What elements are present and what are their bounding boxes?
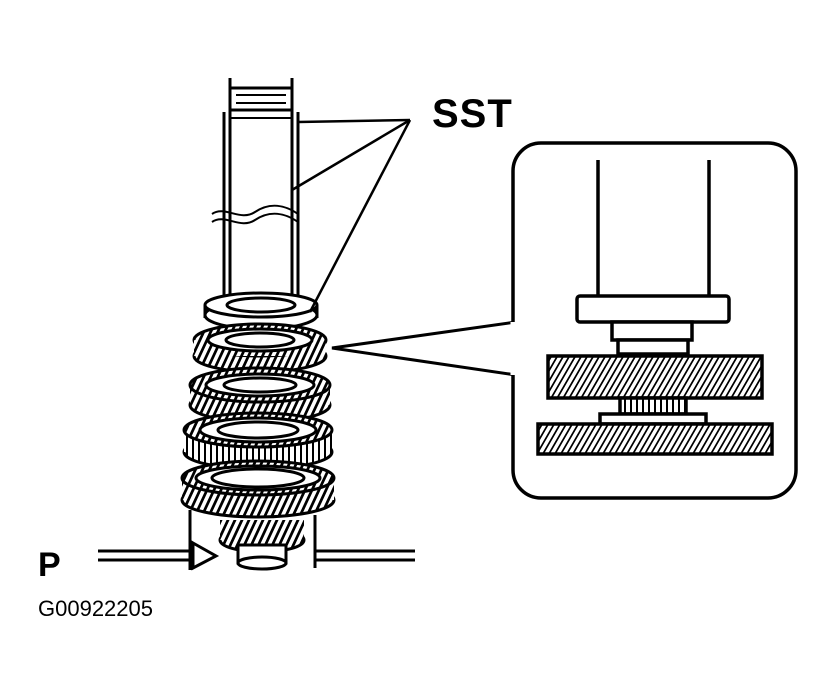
gear-stack — [180, 322, 336, 571]
sst-tool — [203, 78, 319, 331]
detail-callout — [510, 141, 798, 500]
sst-leader-lines — [291, 118, 412, 313]
callout-pointer — [331, 320, 518, 377]
press-arrow-icon — [191, 540, 220, 571]
sst-label: SST — [432, 92, 513, 136]
figure-code: G00922205 — [38, 596, 153, 621]
press-table — [98, 510, 415, 570]
press-label: P — [38, 546, 61, 584]
